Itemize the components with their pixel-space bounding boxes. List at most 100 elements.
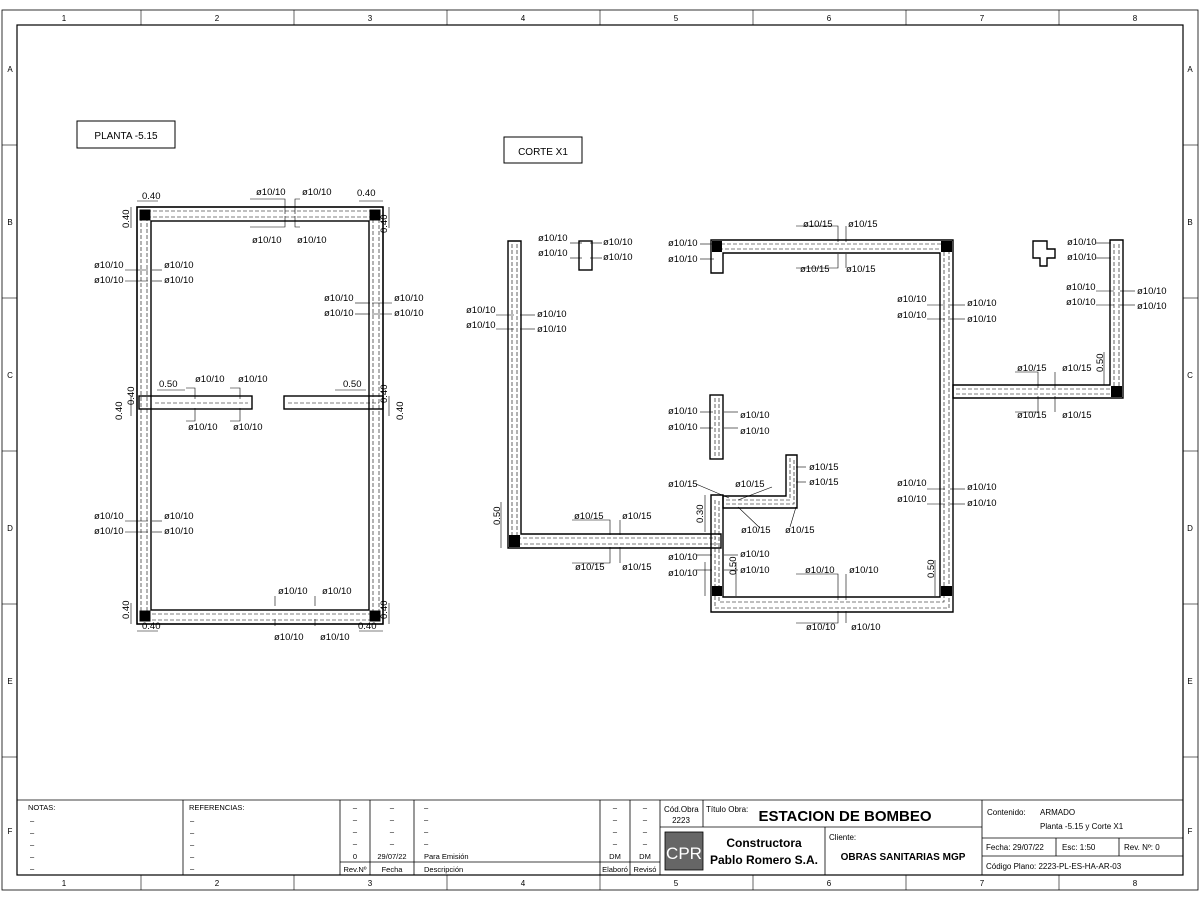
- rebar-label: ø10/10: [322, 586, 352, 597]
- rebar-label: ø10/10: [897, 310, 927, 321]
- notas-line: –: [30, 864, 35, 873]
- corte-dimension-lines: [500, 352, 1105, 596]
- revision-cell: –: [390, 803, 395, 812]
- rebar-label: ø10/10: [1066, 297, 1096, 308]
- rebar-label: ø10/10: [668, 406, 698, 417]
- rebar-label: ø10/10: [740, 410, 770, 421]
- rebar-label: ø10/10: [1066, 282, 1096, 293]
- revision-reviso: DM: [639, 852, 651, 861]
- rebar-label: ø10/10: [668, 552, 698, 563]
- rebar-label: ø10/10: [302, 187, 332, 198]
- rebar-label: ø10/10: [324, 308, 354, 319]
- rebar-label: ø10/10: [1067, 237, 1097, 248]
- rebar-label: ø10/10: [740, 549, 770, 560]
- cod-obra-label: Cód.Obra: [664, 805, 699, 814]
- rebar-label: ø10/10: [967, 298, 997, 309]
- rebar-label: ø10/10: [967, 314, 997, 325]
- rebar-label: ø10/10: [668, 568, 698, 579]
- notas-line: –: [30, 840, 35, 849]
- revision-cell: –: [613, 803, 618, 812]
- grid-row-label: F: [1188, 827, 1193, 836]
- rebar-label: ø10/15: [574, 511, 604, 522]
- column-header-rev: Rev.Nº: [343, 865, 366, 874]
- referencias-label: REFERENCIAS:: [189, 803, 244, 812]
- dimension-label: 0.50: [343, 379, 362, 390]
- dimension-label: 0.40: [379, 601, 390, 620]
- rebar-label: ø10/10: [849, 565, 879, 576]
- grid-col-label: 8: [1133, 14, 1138, 23]
- notas-line: –: [30, 816, 35, 825]
- dimension-label: 0.50: [1095, 354, 1106, 373]
- rebar-label: ø10/10: [466, 305, 496, 316]
- dimension-label: 0.30: [695, 505, 706, 524]
- rebar-label: ø10/10: [320, 632, 350, 643]
- grid-col-label: 6: [827, 879, 832, 888]
- grid-col-label: 8: [1133, 879, 1138, 888]
- revision-cell: –: [353, 827, 358, 836]
- planta-label: PLANTA -5.15: [76, 120, 176, 149]
- grid-col-label: 4: [521, 879, 526, 888]
- dimension-label: 0.40: [379, 215, 390, 234]
- grid-row-label: E: [1187, 677, 1192, 686]
- grid-row-label: B: [7, 218, 12, 227]
- rebar-label: ø10/15: [800, 264, 830, 275]
- rebar-label: ø10/10: [238, 374, 268, 385]
- corte-leaders: [496, 225, 1135, 624]
- rebar-label: ø10/10: [164, 275, 194, 286]
- corte-label: CORTE X1: [503, 136, 583, 164]
- rebar-label: ø10/10: [94, 275, 124, 286]
- rebar-label: ø10/15: [809, 462, 839, 473]
- rebar-label: ø10/15: [1062, 363, 1092, 374]
- revision-cell: –: [643, 839, 648, 848]
- rebar-label: ø10/10: [851, 622, 881, 633]
- referencias-line: –: [190, 828, 195, 837]
- revision-cell: –: [613, 827, 618, 836]
- rebar-label: ø10/10: [1067, 252, 1097, 263]
- dimension-label: 0.50: [728, 557, 739, 576]
- notas-line: –: [30, 828, 35, 837]
- grid-row-label: A: [1187, 65, 1193, 74]
- planta-rebar: [140, 210, 380, 621]
- grid-col-label: 6: [827, 14, 832, 23]
- grid-col-label: 1: [62, 879, 67, 888]
- rebar-label: ø10/10: [603, 252, 633, 263]
- rebar-label: ø10/15: [1017, 363, 1047, 374]
- rebar-label: ø10/10: [967, 482, 997, 493]
- rebar-label: ø10/15: [809, 477, 839, 488]
- cliente-value: OBRAS SANITARIAS MGP: [841, 852, 966, 863]
- cliente-label: Cliente:: [829, 833, 856, 842]
- company-name-line1: Constructora: [726, 836, 802, 850]
- contenido-line2: Planta -5.15 y Corte X1: [1040, 822, 1124, 831]
- rebar-label: ø10/10: [394, 308, 424, 319]
- rebar-label: ø10/15: [1062, 410, 1092, 421]
- rebar-label: ø10/10: [256, 187, 286, 198]
- grid-row-label: F: [8, 827, 13, 836]
- dimension-label: 0.40: [358, 621, 377, 632]
- grid-row-label: A: [7, 65, 13, 74]
- corte-corner-fills: [509, 241, 1122, 596]
- rebar-label: ø10/10: [94, 526, 124, 537]
- rebar-label: ø10/10: [740, 426, 770, 437]
- dimension-label: 0.40: [395, 402, 406, 421]
- referencias-line: –: [190, 840, 195, 849]
- revision-cell: –: [643, 803, 648, 812]
- rebar-label: ø10/15: [735, 479, 765, 490]
- column-header-fecha: Fecha: [382, 865, 404, 874]
- rebar-label: ø10/15: [1017, 410, 1047, 421]
- grid-col-label: 5: [674, 14, 679, 23]
- planta-leaders: [125, 198, 392, 626]
- grid-row-label: C: [1187, 371, 1193, 380]
- rebar-label: ø10/10: [538, 233, 568, 244]
- grid-col-label: 1: [62, 14, 67, 23]
- company-logo: CPR: [664, 831, 704, 871]
- referencias-line: –: [190, 852, 195, 861]
- rebar-label: ø10/15: [668, 479, 698, 490]
- dimension-label: 0.40: [126, 387, 137, 406]
- rebar-label: ø10/10: [740, 565, 770, 576]
- dimension-label: 0.40: [114, 402, 125, 421]
- grid-row-label: D: [1187, 524, 1193, 533]
- referencias-line: –: [190, 816, 195, 825]
- grid-col-label: 5: [674, 879, 679, 888]
- planta-drawing: [125, 198, 392, 632]
